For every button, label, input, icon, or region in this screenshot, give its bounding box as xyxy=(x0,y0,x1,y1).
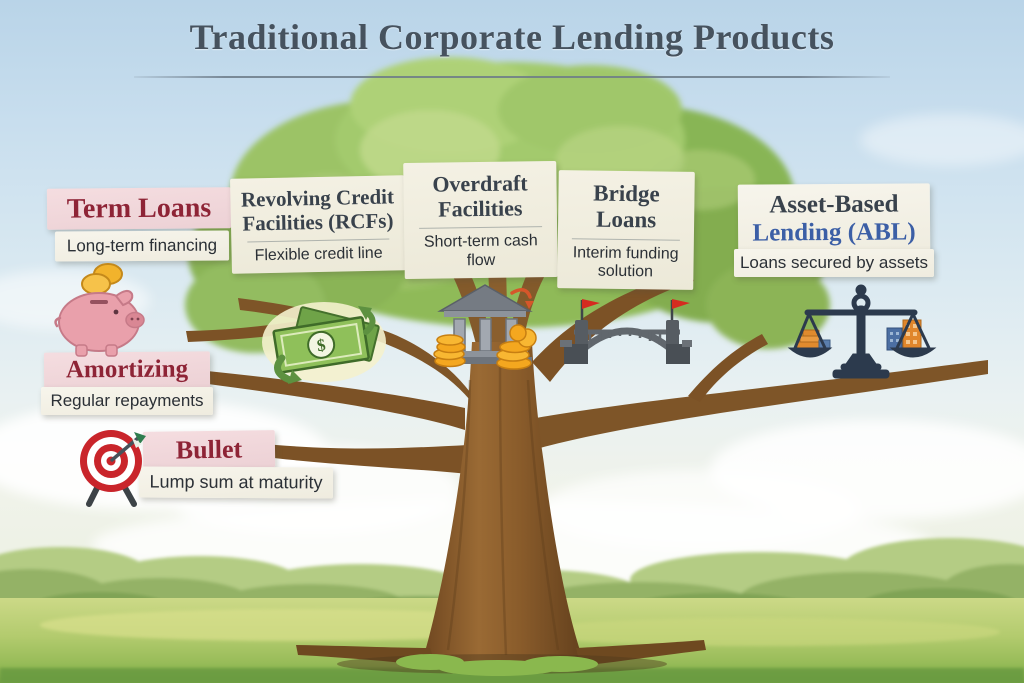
tree-root-right xyxy=(576,640,706,666)
card-divider xyxy=(419,226,543,230)
asset-based-title-card: Asset-Based Lending (ABL) xyxy=(737,183,931,255)
revolving-cash-icon: $ xyxy=(262,302,386,384)
revolving-credit-title: Revolving Credit Facilities (RCFs) xyxy=(240,184,395,236)
branch-right-fork xyxy=(688,334,768,402)
branch-right-main xyxy=(536,360,988,448)
overdraft-card: Overdraft Facilities Short-term cash flo… xyxy=(403,160,558,280)
dartboard-target-icon xyxy=(80,430,146,507)
amortizing-subtitle-card: Regular repayments xyxy=(41,387,213,415)
bullet-subtitle: Lump sum at maturity xyxy=(149,471,323,493)
amortizing-title: Amortizing xyxy=(65,355,189,384)
balance-scale-assets-icon xyxy=(787,284,937,379)
asset-based-subtitle-card: Loans secured by assets xyxy=(734,249,934,277)
amortizing-subtitle: Regular repayments xyxy=(50,391,204,410)
overdraft-subtitle: Short-term cash flow xyxy=(423,232,538,269)
card-divider xyxy=(571,237,680,241)
branch-left-lower xyxy=(256,443,468,474)
bank-building-coins-icon xyxy=(433,284,537,370)
asset-based-title-blue: Lending (ABL) xyxy=(752,218,916,247)
bullet-title-card: Bullet xyxy=(142,430,276,470)
term-loans-title: Term Loans xyxy=(66,192,212,225)
tree-trunk xyxy=(422,342,584,668)
term-loans-title-card: Term Loans xyxy=(46,187,232,231)
revolving-credit-subtitle: Flexible credit line xyxy=(254,244,383,265)
title-underline xyxy=(134,76,890,78)
bullet-title: Bullet xyxy=(175,434,243,465)
asset-based-title-dark: Asset-Based xyxy=(769,190,899,219)
revolving-credit-card: Revolving Credit Facilities (RCFs) Flexi… xyxy=(230,175,406,275)
bridge-loans-card: Bridge Loans Interim funding solution xyxy=(557,170,695,291)
page-title: Traditional Corporate Lending Products xyxy=(189,17,835,57)
arch-bridge-flags-icon xyxy=(560,299,692,364)
piggy-bank-coins-icon xyxy=(54,263,145,357)
overdraft-title: Overdraft Facilities xyxy=(432,170,528,222)
dollar-sign: $ xyxy=(316,335,328,355)
asset-based-subtitle: Loans secured by assets xyxy=(739,253,929,272)
bullet-subtitle-card: Lump sum at maturity xyxy=(138,466,334,499)
term-loans-subtitle: Long-term financing xyxy=(66,235,218,256)
bridge-loans-subtitle: Interim funding solution xyxy=(572,243,679,281)
card-divider xyxy=(247,238,390,243)
bridge-loans-title: Bridge Loans xyxy=(593,180,660,233)
branch-left-upper xyxy=(238,298,470,400)
branch-left-middle xyxy=(168,367,465,430)
term-loans-subtitle-card: Long-term financing xyxy=(54,230,230,262)
